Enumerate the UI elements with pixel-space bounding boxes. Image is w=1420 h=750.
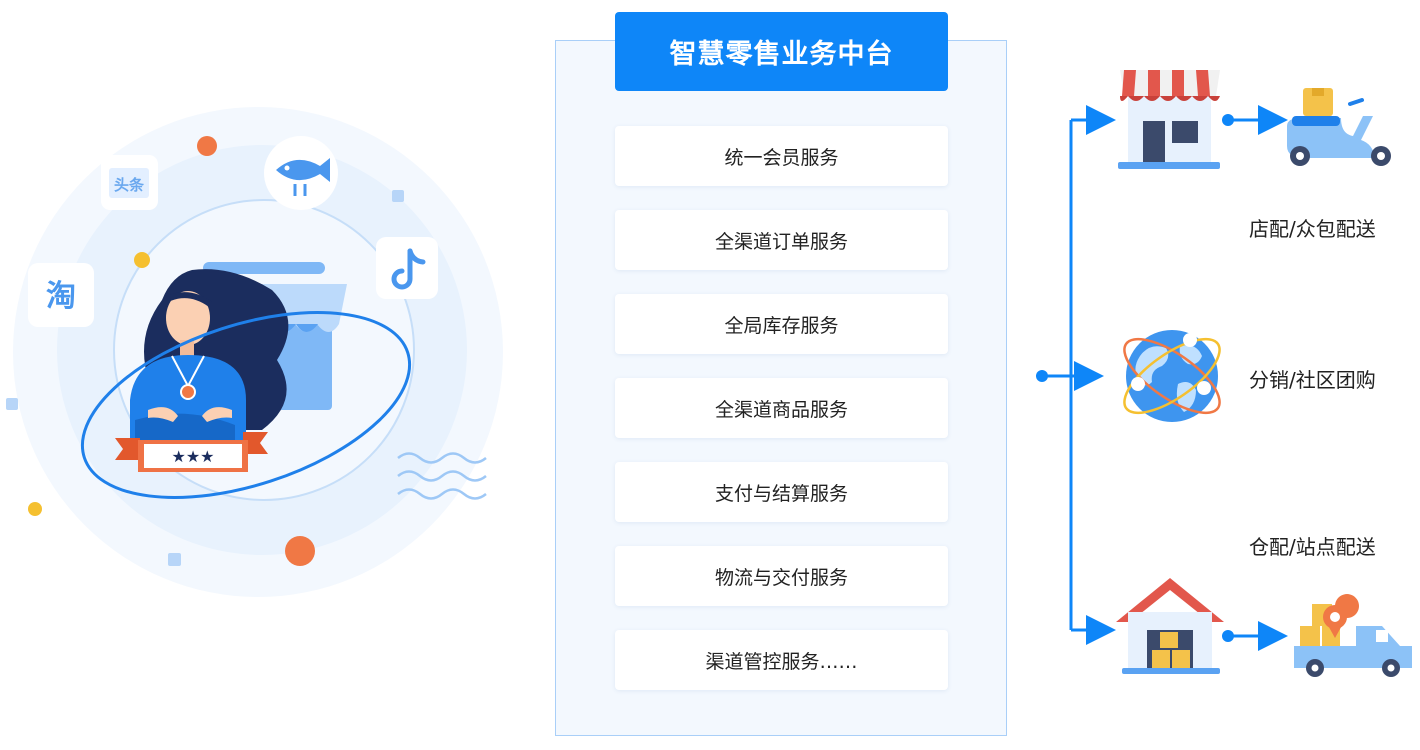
distribution-label: 分销/社区团购: [1249, 368, 1376, 392]
yellow-dot-left: [134, 252, 150, 268]
blue-square-dot: [392, 190, 404, 202]
woman-avatar: [130, 269, 289, 445]
wave-lines: [397, 452, 487, 500]
channel-illustration: ★★★ 头条 淘: [6, 107, 503, 597]
service-payment[interactable]: 支付与结算服务: [615, 462, 948, 522]
store-delivery-label: 店配/众包配送: [1249, 217, 1376, 241]
connector-lines: [1042, 105, 1288, 651]
star-icons: ★★★: [171, 447, 214, 466]
yellow-dot-bottom: [28, 502, 42, 516]
service-channel-control[interactable]: 渠道管控服务……: [615, 630, 948, 690]
service-order[interactable]: 全渠道订单服务: [615, 210, 948, 270]
blue-square-dot: [168, 553, 181, 566]
delivery-scooter-icon: [1287, 88, 1391, 166]
blue-square-dot: [6, 398, 18, 410]
delivery-flow: [1036, 70, 1412, 677]
platform-title: 智慧零售业务中台: [615, 12, 948, 91]
orange-dot-bottom: [285, 536, 315, 566]
douyin-tiktok-app-icon: [376, 237, 438, 299]
delivery-truck-icon: [1294, 594, 1412, 677]
service-product[interactable]: 全渠道商品服务: [615, 378, 948, 438]
svg-text:头条: 头条: [114, 176, 145, 194]
taobao-app-icon: 淘: [28, 263, 94, 327]
svg-text:淘: 淘: [46, 279, 76, 314]
xianyu-fish-app-icon: [264, 136, 338, 210]
service-logistics[interactable]: 物流与交付服务: [615, 546, 948, 606]
orbit-ring: [80, 311, 412, 499]
shop-icon: [1118, 70, 1220, 169]
toutiao-app-icon: 头条: [101, 155, 158, 210]
warehouse-icon: [1116, 578, 1224, 674]
service-inventory[interactable]: 全局库存服务: [615, 294, 948, 354]
globe-icon: [1123, 330, 1221, 422]
service-member[interactable]: 统一会员服务: [615, 126, 948, 186]
rating-ribbon: ★★★: [115, 432, 268, 472]
orange-dot-top: [197, 136, 217, 156]
warehouse-delivery-label: 仓配/站点配送: [1249, 535, 1376, 559]
